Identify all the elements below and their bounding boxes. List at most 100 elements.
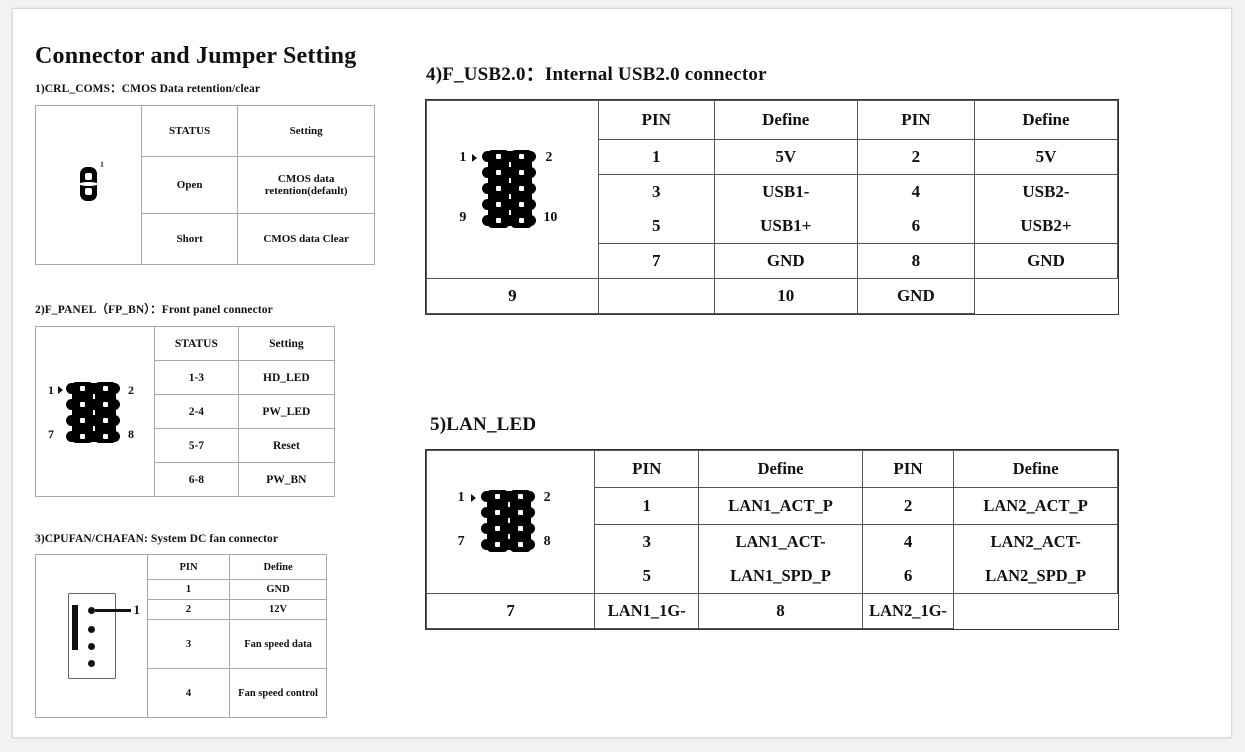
- cmos-row0-status: Open: [140, 156, 239, 214]
- cmos-row1-setting: CMOS data Clear: [237, 213, 375, 265]
- usb-row4-pin-b: 10: [713, 278, 858, 314]
- lan-label-bottom-left: 7: [457, 534, 465, 549]
- lan-row2-define-a: LAN1_SPD_P: [698, 559, 863, 594]
- lan-row0-define-b: LAN2_ACT_P: [953, 487, 1118, 525]
- cmos-jumper-icon: 1: [78, 159, 104, 209]
- lan-header-2x4-icon: 1 2 7 8: [436, 474, 586, 570]
- fpanel-diagram-cell: 1 2 7 8: [35, 326, 155, 497]
- usb-row2-pin-a: 5: [597, 209, 715, 244]
- usb-label-bottom-left: 9: [459, 209, 467, 225]
- page-title: Connector and Jumper Setting: [35, 43, 357, 69]
- table-row: 6-8 PW_BN: [36, 462, 336, 497]
- table-row: Open CMOS data retention(default): [36, 156, 375, 214]
- usb-header-define-b: Define: [973, 100, 1119, 140]
- lan-label-top-left: 1: [457, 490, 465, 505]
- lan-row0-define-a: LAN1_ACT_P: [698, 487, 863, 525]
- table-fan: 1 PIN Define 1 GND 2 12V 3 Fan speed dat…: [34, 554, 327, 718]
- usb-label-bottom-right: 10: [543, 209, 558, 225]
- fpanel-row2-setting: Reset: [237, 428, 336, 463]
- lan-header-pin-b: PIN: [861, 450, 955, 488]
- usb-row1-define-a: USB1-: [713, 174, 858, 209]
- fpanel-row2-status: 5-7: [154, 428, 239, 463]
- table-row: 2-4 PW_LED: [36, 394, 336, 429]
- cmos-pin1-label: 1: [99, 159, 104, 169]
- fan-header-pin: PIN: [147, 554, 231, 580]
- usb-header-pin-a: PIN: [597, 100, 715, 140]
- usb-pin1-arrow-icon: [472, 153, 478, 162]
- table-row: 3 USB1- 4 USB2-: [427, 174, 1119, 209]
- table-cmos: 1 STATUS Setting Open CMOS data retentio…: [35, 105, 375, 265]
- table-row: 1 2 9 10 PIN Define PIN Define: [426, 100, 1119, 279]
- usb-row1-pin-b: 4: [856, 174, 975, 209]
- table-usb: 1 2 9 10 PIN Define PIN Define 1 5V 2 5V: [425, 99, 1119, 315]
- table-row: 1 2 7 8 STATUS Setting: [35, 326, 336, 497]
- fan-row1-pin: 2: [147, 599, 231, 620]
- usb-row3-pin-a: 7: [597, 243, 715, 279]
- cmos-row0-setting: CMOS data retention(default): [237, 156, 375, 214]
- usb-label-top-left: 1: [459, 149, 467, 165]
- fpanel-header-status: STATUS: [154, 326, 239, 361]
- lan-row1-pin-b: 4: [861, 524, 955, 559]
- document-page: Connector and Jumper Setting 1)CRL_COMS：…: [12, 8, 1232, 738]
- cmos-row1-status: Short: [140, 213, 239, 265]
- lan-row1-define-a: LAN1_ACT-: [698, 524, 863, 559]
- lan-row2-define-b: LAN2_SPD_P: [953, 559, 1118, 594]
- lan-row2-pin-a: 5: [594, 559, 700, 594]
- table-row: 1 PIN Define: [34, 554, 327, 718]
- fan-diagram-cell: 1: [34, 554, 149, 718]
- table-row: 1 5V 2 5V: [427, 139, 1119, 175]
- table-row: 7 LAN1_1G- 8 LAN2_1G-: [425, 593, 1118, 629]
- table-row: 5 USB1+ 6 USB2+: [427, 209, 1119, 244]
- fpanel-header-2x4-icon: 1 2 7 8: [40, 374, 150, 450]
- fan-pin1-label: 1: [133, 602, 141, 617]
- usb-row2-pin-b: 6: [856, 209, 975, 244]
- fan-connector-icon: 1: [67, 593, 140, 679]
- fpanel-row1-setting: PW_LED: [237, 394, 336, 429]
- usb-row1-pin-a: 3: [597, 174, 715, 209]
- table-row: 7 GND 8 GND: [427, 243, 1119, 279]
- table-row: 1-3 HD_LED: [36, 360, 336, 395]
- usb-row3-define-b: GND: [973, 243, 1119, 279]
- lan-header-pin-a: PIN: [594, 450, 700, 488]
- fpanel-row3-setting: PW_BN: [237, 462, 336, 497]
- usb-row4-define-b: GND: [856, 278, 975, 314]
- fpanel-row0-status: 1-3: [154, 360, 239, 395]
- usb-diagram-cell: 1 2 9 10: [426, 100, 599, 279]
- section-label-usb: 4)F_USB2.0：Internal USB2.0 connector: [426, 64, 767, 85]
- lan-header-define-a: Define: [698, 450, 863, 488]
- lan-row1-pin-a: 3: [594, 524, 700, 559]
- lan-row0-pin-b: 2: [861, 487, 955, 525]
- section-label-fpanel: 2)F_PANEL（FP_BN）：Front panel connector: [35, 304, 273, 316]
- fan-row2-pin: 3: [147, 619, 231, 669]
- lan-row0-pin-a: 1: [594, 487, 700, 525]
- table-row: 3 LAN1_ACT- 4 LAN2_ACT-: [427, 524, 1118, 559]
- cmos-diagram-cell: 1: [35, 105, 142, 265]
- fpanel-row0-setting: HD_LED: [237, 360, 336, 395]
- fan-row1-define: 12V: [229, 599, 327, 620]
- section-label-lan: 5)LAN_LED: [430, 414, 537, 435]
- fpanel-row3-status: 6-8: [154, 462, 239, 497]
- table-row: 5 LAN1_SPD_P 6 LAN2_SPD_P: [427, 559, 1118, 594]
- section-label-fan: 3)CPUFAN/CHAFAN: System DC fan connector: [35, 533, 279, 545]
- usb-row3-define-a: GND: [713, 243, 858, 279]
- fan-row3-define: Fan speed control: [229, 668, 327, 718]
- table-row: 9 10 GND: [426, 278, 1118, 314]
- table-row: Short CMOS data Clear: [36, 213, 375, 265]
- lan-row3-pin-b: 8: [698, 593, 863, 629]
- usb-row0-pin-a: 1: [597, 139, 715, 175]
- usb-row1-define-b: USB2-: [973, 174, 1119, 209]
- lan-row3-pin-a: 7: [425, 593, 596, 629]
- table-fpanel: 1 2 7 8 STATUS Setting 1-3 HD_LED 2-4 PW…: [35, 326, 336, 497]
- fpanel-header-setting: Setting: [237, 326, 336, 361]
- fpanel-label-top-right: 2: [128, 382, 134, 397]
- usb-row2-define-b: USB2+: [973, 209, 1119, 244]
- table-row: 1 LAN1_ACT_P 2 LAN2_ACT_P: [427, 487, 1118, 525]
- cmos-header-status: STATUS: [140, 105, 239, 157]
- lan-row2-pin-b: 6: [861, 559, 955, 594]
- usb-row4-pin-a: 9: [426, 278, 599, 314]
- fpanel-row1-status: 2-4: [154, 394, 239, 429]
- table-row: 3 Fan speed data: [36, 619, 327, 669]
- fpanel-label-bottom-left: 7: [48, 426, 54, 441]
- cmos-header-setting: Setting: [237, 105, 375, 157]
- fpanel-label-bottom-right: 8: [128, 426, 134, 441]
